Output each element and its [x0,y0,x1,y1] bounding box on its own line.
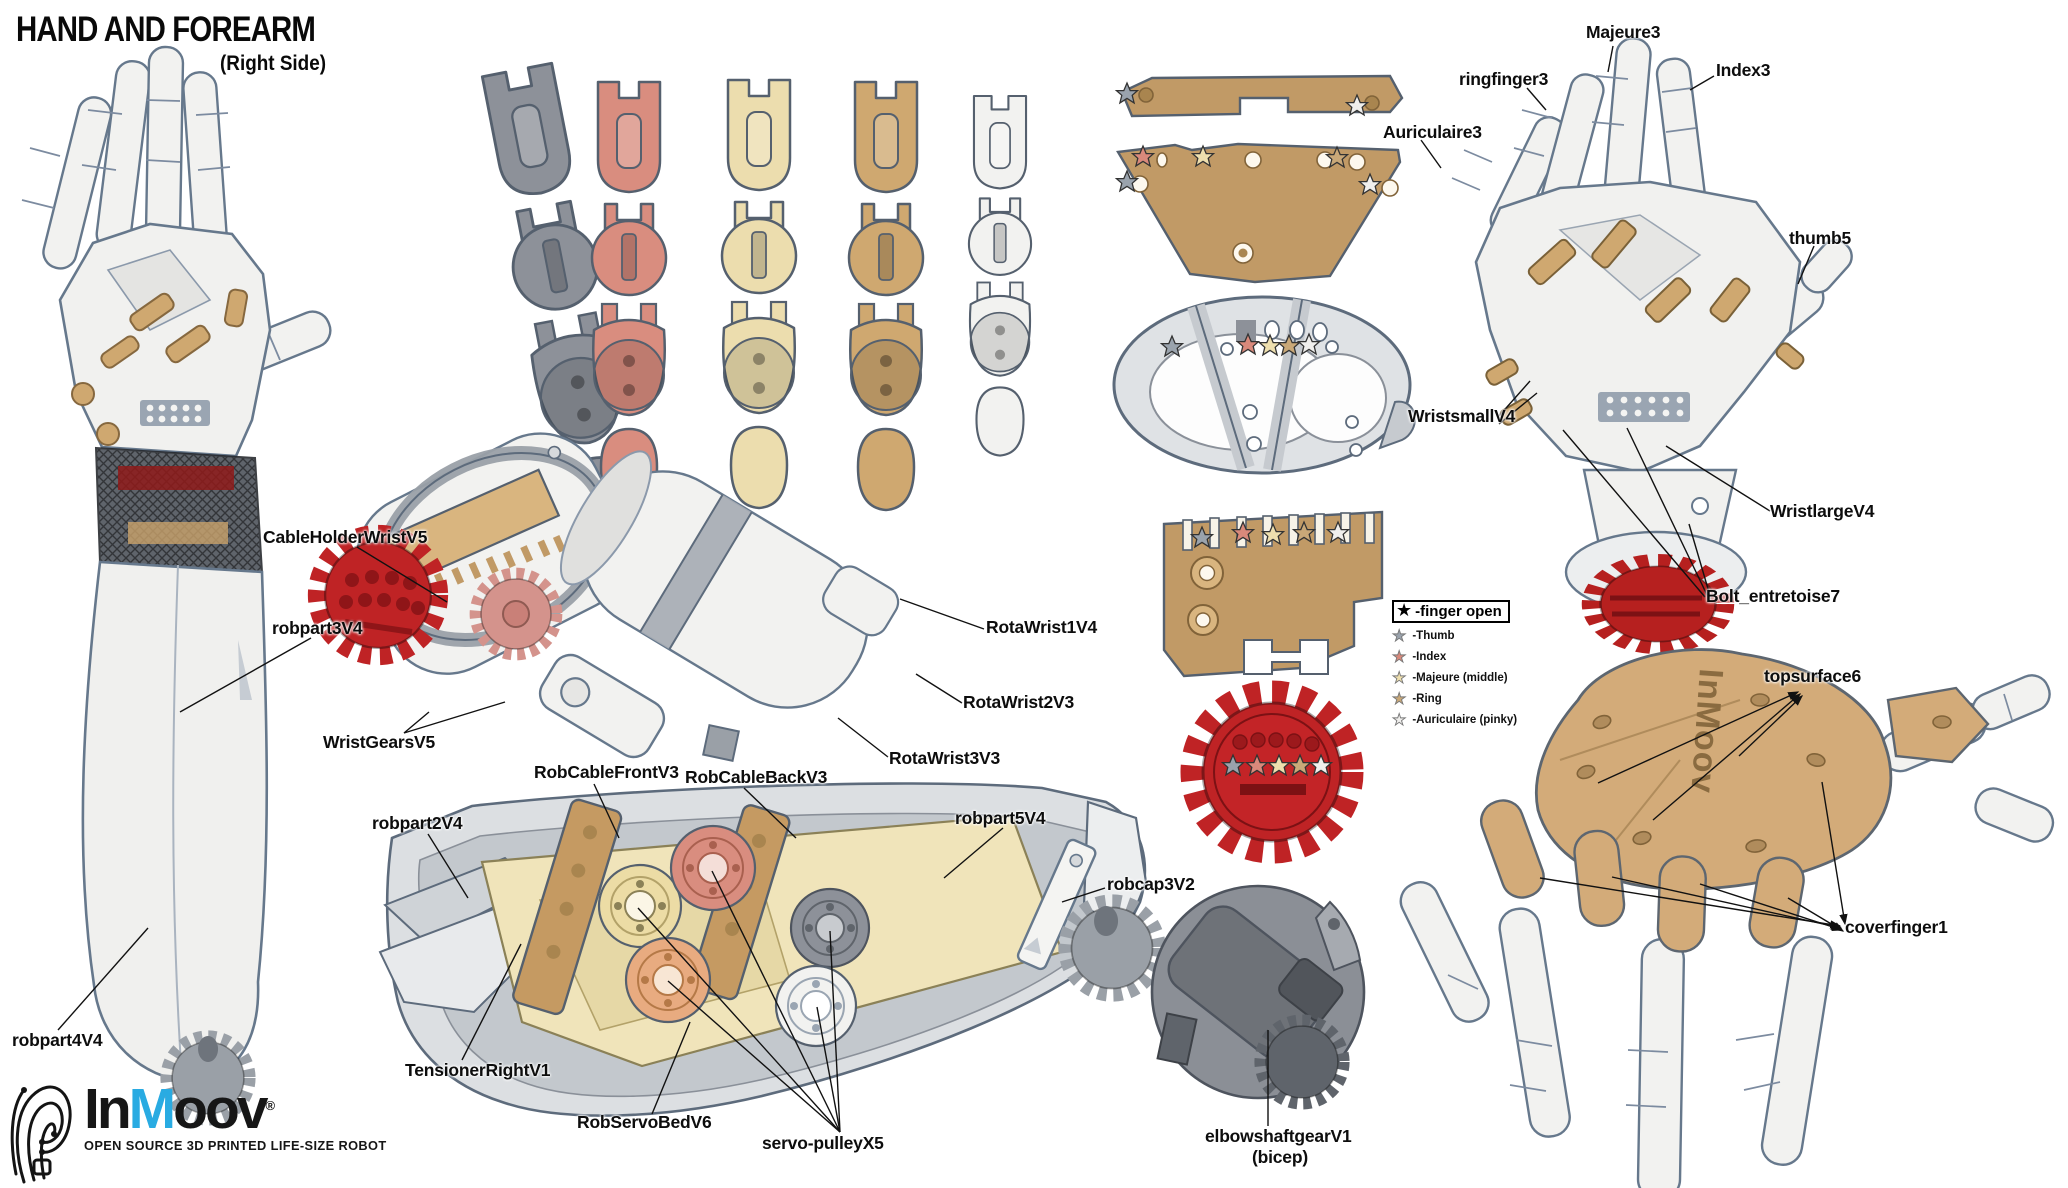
logo-tagline: OPEN SOURCE 3D PRINTED LIFE-SIZE ROBOT [84,1138,387,1153]
inmoov-logo: InMoov® OPEN SOURCE 3D PRINTED LIFE-SIZE… [10,1078,396,1188]
legend-item-4: ★ -Auriculaire (pinky) [1392,710,1518,729]
legend-star-icon: ★ [1392,626,1407,645]
cable-holder-wrist-assembly-illustration [318,432,632,675]
leader-lines [57,45,1848,1133]
finger-open-legend: ★ -finger open ★ -Thumb ★ -Index ★ -Majeure (… [1392,600,1517,728]
legend-items: ★-Thumb★-Index★-Majeure (middle)★-Ring★-… [1392,626,1518,729]
fingerprint-logo-icon [10,1085,72,1184]
back-cover-hand-illustration: InMoov [1399,648,2055,1188]
legend-star-icon: ★ [1392,647,1407,666]
wrist-small-oval-illustration [1112,295,1416,475]
page-subtitle: (Right Side) [220,52,327,75]
legend-item-label: -Majeure (middle) [1412,672,1508,684]
legend-star-icon: ★ [1392,689,1407,708]
legend-item-0: ★ -Thumb [1392,626,1517,645]
left-hand-forearm-illustration [21,45,332,1119]
logo-accent-letter: M [128,1077,177,1141]
legend-item-3: ★ -Ring [1392,689,1517,708]
legend-item-label: -Ring [1412,693,1442,705]
servo-pulleys-illustration [597,824,871,1048]
wrist-sun-gear-illustration [1194,694,1350,850]
registered-mark: ® [265,1098,276,1113]
page-title: HAND AND FOREARM [16,10,316,49]
legend-item-label: -Auriculaire (pinky) [1412,714,1518,726]
legend-item-label: -Thumb [1412,630,1455,642]
black-star-icon: ★ [1396,600,1413,621]
cable-bracket-plate-illustration [1162,510,1384,678]
rotawrist-assembly-illustration [538,450,900,762]
legend-star-icon: ★ [1392,668,1407,687]
logo-wordmark: InMoov® [84,1077,276,1141]
legend-item-2: ★ -Majeure (middle) [1392,668,1517,687]
legend-header: ★ -finger open [1392,600,1510,623]
legend-star-icon: ★ [1392,710,1407,729]
wrist-large-plates-illustration [1115,74,1404,284]
right-hand-illustration [1451,37,1853,647]
legend-item-1: ★ -Index [1392,647,1517,666]
forearm-tray-illustration [378,782,1158,1117]
legend-item-label: -Index [1412,651,1447,663]
legend-header-label: -finger open [1415,602,1502,620]
elbow-shaft-gear-illustration [1150,884,1366,1103]
